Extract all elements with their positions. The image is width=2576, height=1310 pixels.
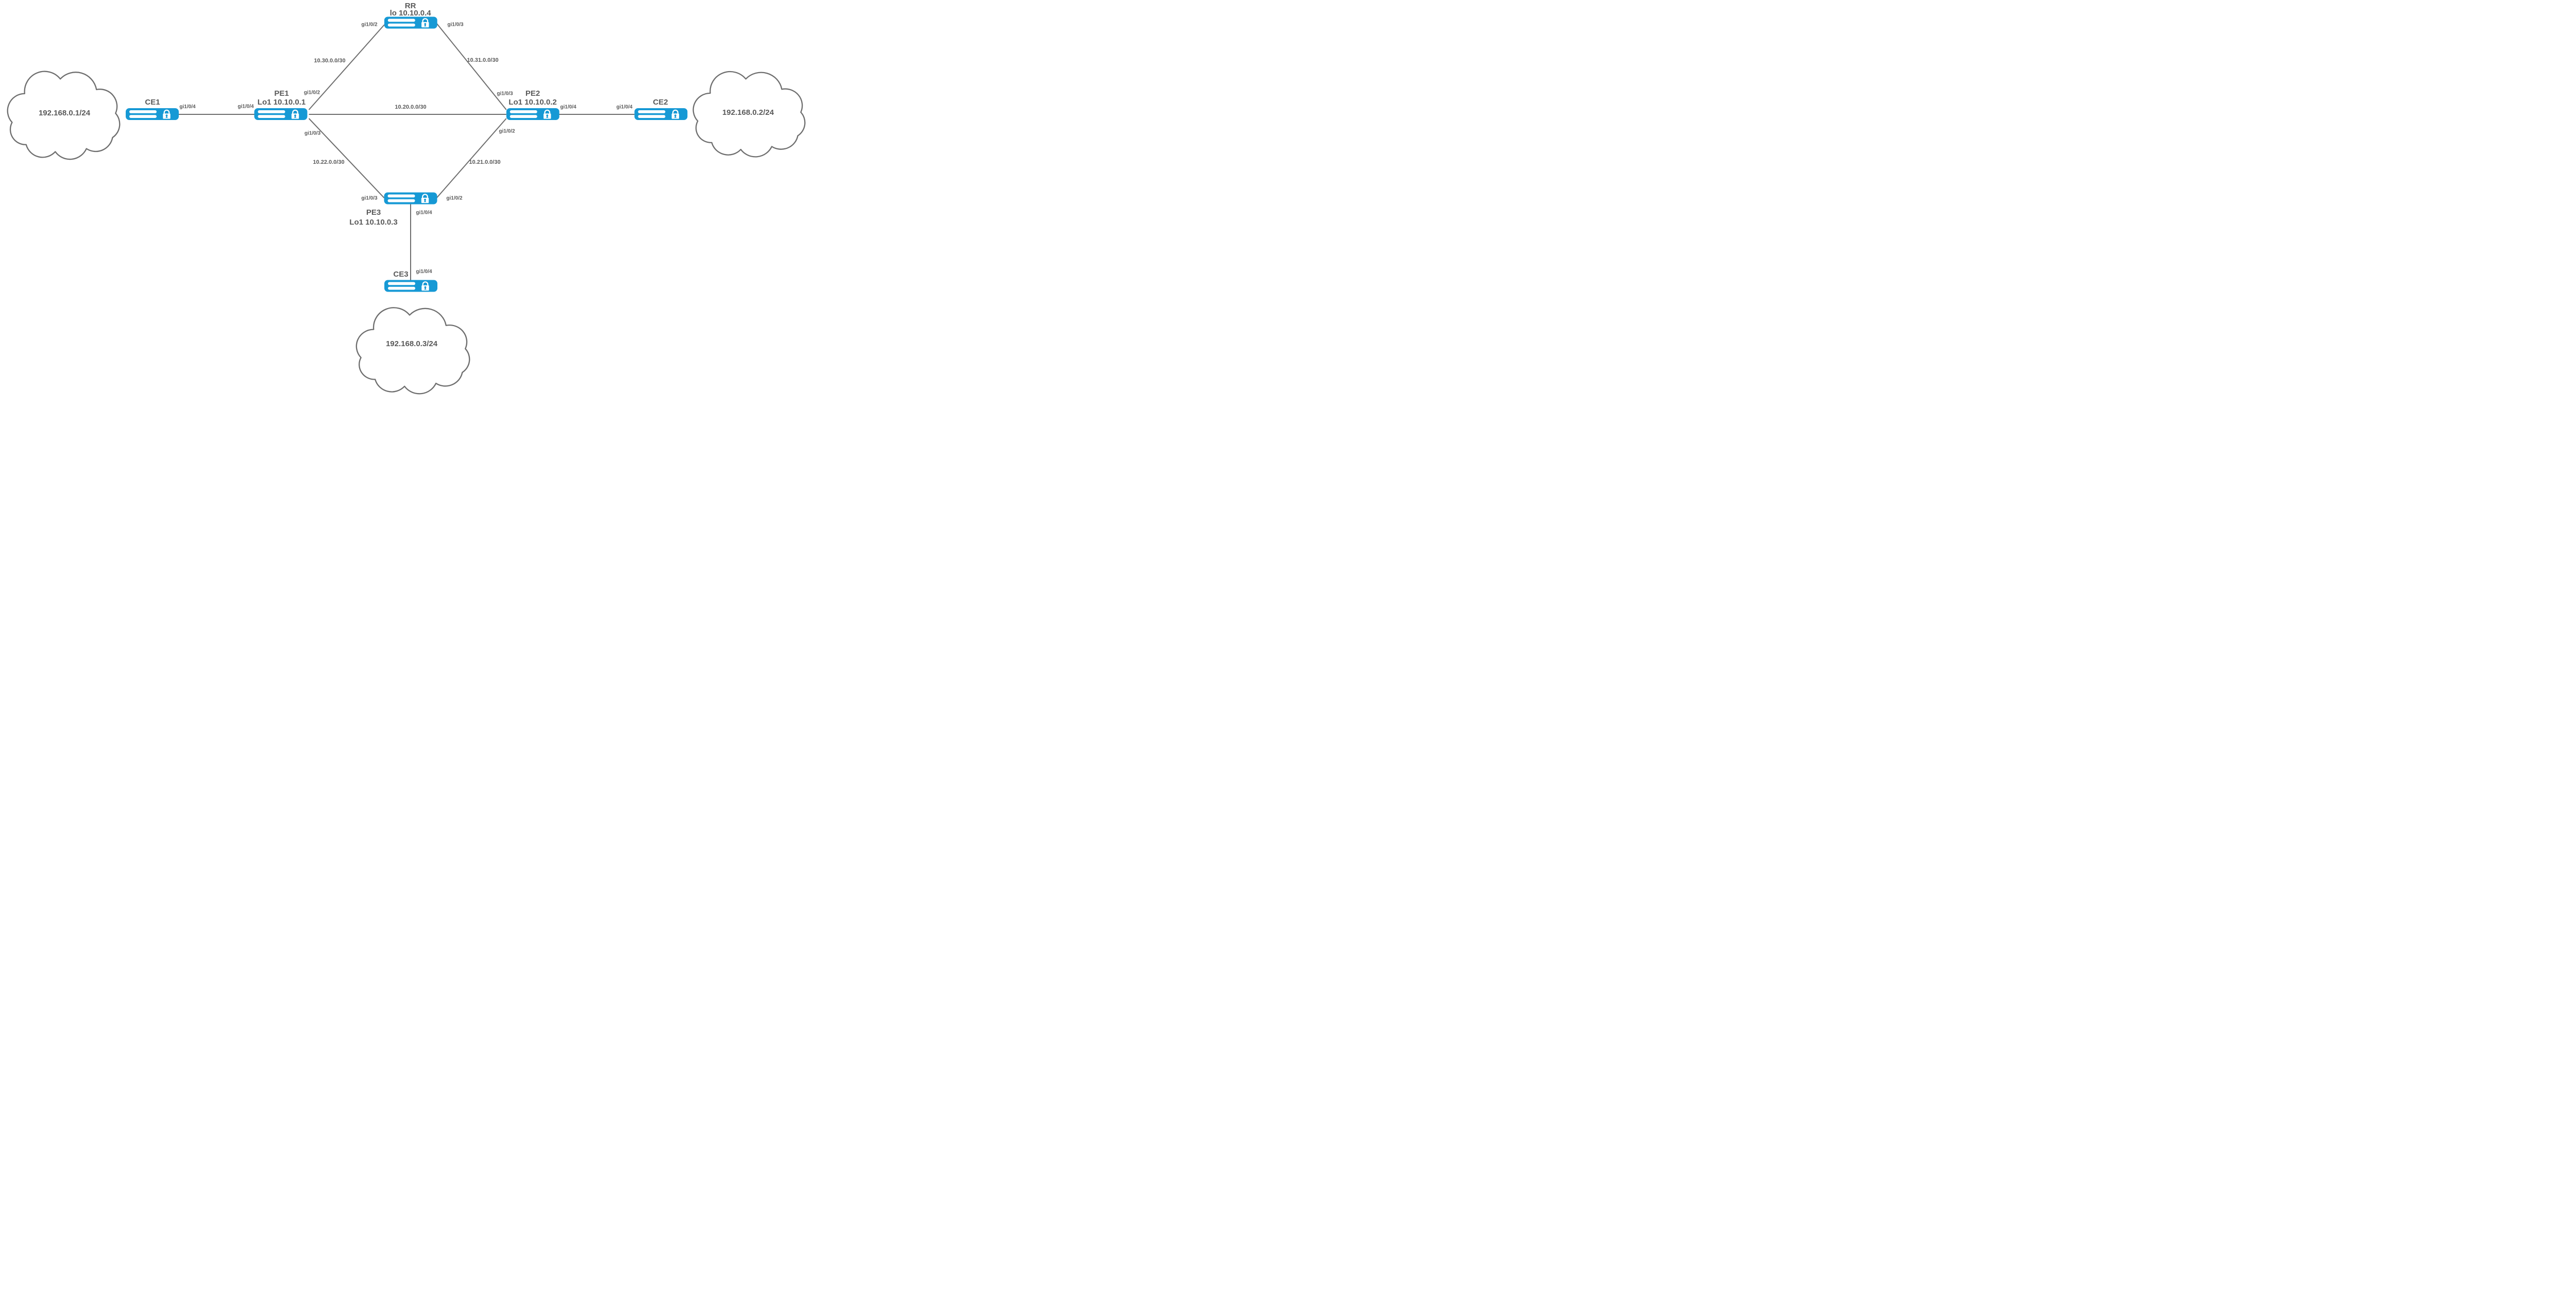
ce3-gi1-0-4-label: gi1/0/4: [416, 269, 432, 275]
ce3-title-label: CE3: [393, 270, 408, 279]
ce3-lan-subnet-label: 192.168.0.3/24: [386, 339, 438, 348]
rr-gi1-0-2-label: gi1/0/2: [361, 22, 378, 28]
pe3-gi1-0-2-label: gi1/0/2: [446, 196, 463, 201]
link-pe1-rr: [308, 24, 385, 110]
link-pe2-pe3: [436, 118, 507, 198]
router-icon-pe1[interactable]: [254, 108, 308, 120]
pe1-gi1-0-4-label: gi1/0/4: [238, 104, 254, 110]
rr-gi1-0-3-label: gi1/0/3: [447, 22, 464, 28]
router-icon-pe2[interactable]: [506, 108, 560, 120]
pe1-gi1-0-2-label: gi1/0/2: [304, 90, 320, 96]
pe3-title-label: PE3: [366, 208, 381, 217]
router-icon-rr[interactable]: [384, 16, 437, 29]
link-pe1-pe3: [308, 118, 385, 198]
link-pe1-pe2-subnet-label: 10.20.0.0/30: [395, 104, 426, 110]
pe2-title-label: PE2: [526, 89, 540, 98]
pe1-title-label: PE1: [274, 89, 289, 98]
pe2-gi1-0-3-label: gi1/0/3: [497, 91, 513, 97]
ce1-lan-subnet-label: 192.168.0.1/24: [39, 109, 91, 117]
pe1-loopback-label: Lo1 10.10.0.1: [258, 98, 306, 107]
network-topology-diagram: RR lo 10.10.0.4 PE1 Lo1 10.10.0.1 PE2 Lo…: [0, 0, 808, 398]
router-icon-pe3[interactable]: [384, 192, 437, 205]
pe3-loopback-label: Lo1 10.10.0.3: [349, 218, 397, 227]
link-pe1-pe3-subnet-label: 10.22.0.0/30: [313, 159, 344, 165]
pe2-loopback-label: Lo1 10.10.0.2: [509, 98, 556, 107]
pe2-gi1-0-4-label: gi1/0/4: [560, 105, 577, 110]
pe2-gi1-0-2-label: gi1/0/2: [499, 129, 515, 134]
ce1-title-label: CE1: [145, 98, 160, 107]
links-layer: [178, 23, 635, 280]
pe3-gi1-0-3-label: gi1/0/3: [361, 196, 378, 201]
router-icon-ce1[interactable]: [126, 108, 179, 120]
rr-title-label: RR: [405, 2, 416, 10]
link-rr-pe2-subnet-label: 10.31.0.0/30: [467, 57, 498, 63]
pe1-gi1-0-3-label: gi1/0/3: [304, 131, 321, 137]
ce2-gi1-0-4-label: gi1/0/4: [616, 105, 633, 110]
link-pe1-rr-subnet-label: 10.30.0.0/30: [314, 58, 345, 64]
ce1-gi1-0-4-label: gi1/0/4: [179, 104, 196, 110]
ce2-lan-subnet-label: 192.168.0.2/24: [722, 108, 774, 117]
link-rr-pe2: [436, 23, 507, 110]
link-pe2-pe3-subnet-label: 10.21.0.0/30: [469, 159, 500, 165]
cloud-icon-ce3-lan[interactable]: [355, 307, 470, 395]
router-icon-ce3[interactable]: [384, 280, 437, 292]
topology-canvas: RR lo 10.10.0.4 PE1 Lo1 10.10.0.1 PE2 Lo…: [7, 2, 806, 395]
ce2-title-label: CE2: [653, 98, 668, 107]
router-icon-ce2[interactable]: [634, 108, 688, 120]
pe3-gi1-0-4-label: gi1/0/4: [416, 210, 432, 216]
rr-loopback-label: lo 10.10.0.4: [390, 9, 432, 18]
